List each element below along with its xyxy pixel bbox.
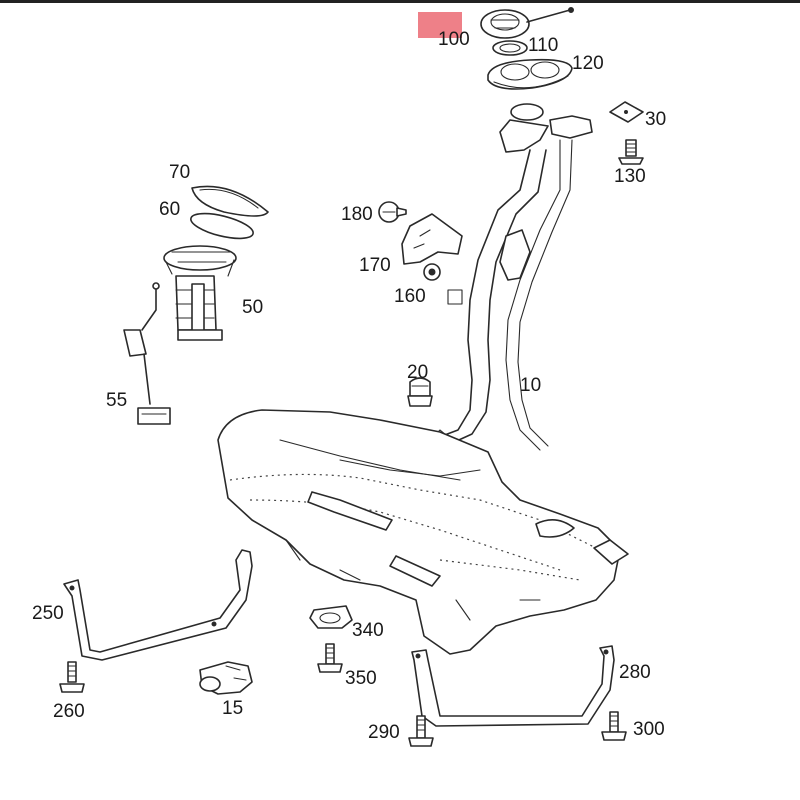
callout-280: 280: [619, 662, 651, 683]
part-50-fuel-pump-module[interactable]: [163, 245, 237, 341]
fuel-tank[interactable]: [217, 409, 629, 655]
part-20-bump-stop[interactable]: [407, 377, 433, 407]
callout-110: 110: [528, 35, 558, 56]
part-30-pad[interactable]: [609, 101, 644, 123]
callout-160: 160: [394, 286, 426, 307]
callout-130: 130: [614, 166, 646, 187]
callout-60: 60: [159, 199, 180, 220]
part-170-bracket[interactable]: [401, 213, 463, 265]
callout-30: 30: [645, 109, 666, 130]
part-120-filler-housing[interactable]: [487, 58, 573, 90]
callout-180: 180: [341, 204, 373, 225]
part-290-bolt[interactable]: [408, 715, 434, 747]
part-260-bolt[interactable]: [59, 661, 85, 693]
callout-300: 300: [633, 719, 665, 740]
callout-70: 70: [169, 162, 190, 183]
callout-290: 290: [368, 722, 400, 743]
callout-170: 170: [359, 255, 391, 276]
part-100-filler-cap[interactable]: [480, 7, 574, 39]
part-70-gasket[interactable]: [191, 185, 269, 217]
callout-20: 20: [407, 362, 428, 383]
part-110-seal-ring[interactable]: [492, 40, 528, 56]
part-10-filler-neck[interactable]: [431, 103, 593, 451]
part-300-bolt[interactable]: [601, 711, 627, 741]
callout-50: 50: [242, 297, 263, 318]
callout-100: 100: [438, 29, 470, 50]
callout-250: 250: [32, 603, 64, 624]
callout-55: 55: [106, 390, 127, 411]
callout-10: 10: [520, 375, 541, 396]
part-180-screw[interactable]: [378, 201, 407, 223]
part-130-bolt[interactable]: [618, 139, 644, 165]
callout-350: 350: [345, 668, 377, 689]
part-60-seal-ring[interactable]: [189, 209, 256, 244]
callout-260: 260: [53, 701, 85, 722]
highlight-marker: [418, 12, 462, 38]
part-55-level-sender[interactable]: [123, 282, 171, 425]
part-340-bracket[interactable]: [309, 605, 353, 629]
part-15-connector[interactable]: [199, 661, 253, 695]
part-160-grommet[interactable]: [423, 263, 441, 281]
part-280-strap-right[interactable]: [411, 645, 615, 727]
part-350-bolt[interactable]: [317, 643, 343, 673]
callout-340: 340: [352, 620, 384, 641]
callout-120: 120: [572, 53, 604, 74]
part-250-strap-left[interactable]: [63, 549, 253, 661]
callout-15: 15: [222, 698, 243, 719]
